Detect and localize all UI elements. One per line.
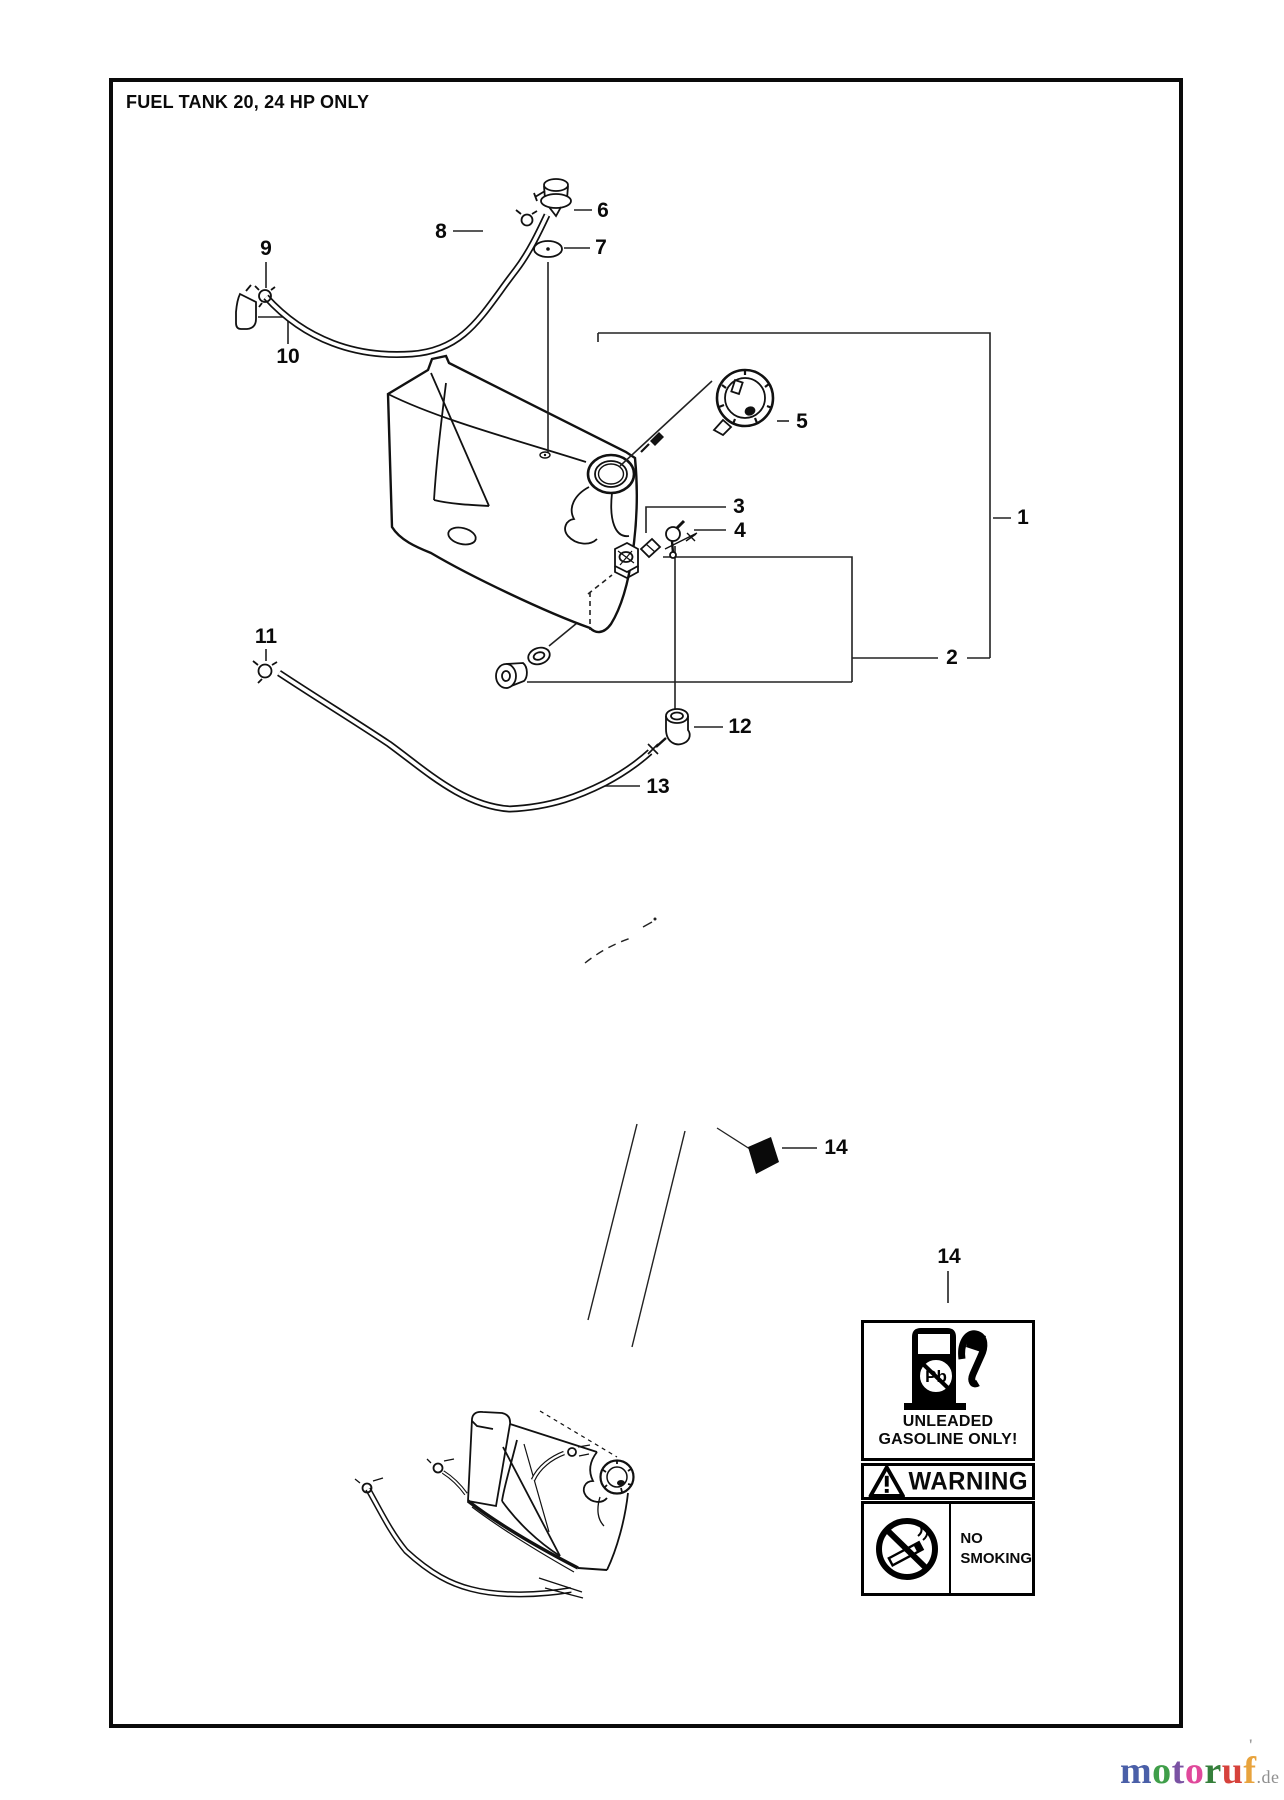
callout-10: 10 xyxy=(276,345,300,368)
fuel-pump-icon: Pb xyxy=(904,1328,988,1410)
callout-1: 1 xyxy=(1017,506,1029,529)
trademark-tick: ' xyxy=(1248,1737,1254,1754)
callout-11: 11 xyxy=(254,625,278,648)
callout-5: 5 xyxy=(796,410,808,433)
hose-clamp-9-icon xyxy=(258,289,272,303)
warning-text: WARNING xyxy=(908,1466,1028,1496)
hose-clamp-11 xyxy=(252,660,278,684)
callout-8: 8 xyxy=(435,220,447,243)
callout-9: 9 xyxy=(260,237,272,260)
fuel-tank-body xyxy=(386,354,638,634)
tank-bushing-group xyxy=(495,646,551,689)
callout-12: 12 xyxy=(728,715,752,738)
callout-3: 3 xyxy=(733,495,745,518)
retainer-pin xyxy=(640,432,664,453)
no-smoking-icon xyxy=(875,1517,938,1580)
washer-7 xyxy=(533,240,563,258)
elbow-fitting-12 xyxy=(647,708,691,755)
no-smoking-text: NO SMOKING xyxy=(960,1530,1032,1567)
elbow-fitting-10 xyxy=(235,284,276,330)
no-smoking-icon-cell xyxy=(864,1504,952,1593)
motoruf-watermark[interactable]: motoruf.de ' xyxy=(1120,1737,1280,1793)
assembled-tank-view xyxy=(354,1410,635,1599)
page-title: FUEL TANK 20, 24 HP ONLY xyxy=(126,92,370,112)
decal-sticker-14 xyxy=(748,1137,779,1174)
callout-14-label: 14 xyxy=(937,1245,961,1268)
vent-valve-6 xyxy=(515,178,572,227)
callout-leader-lines xyxy=(258,209,1011,1303)
safety-decal-14: Pb UNLEADED GASOLINE ONLY! WARNING xyxy=(861,1320,1035,1596)
outlet-fittings-group xyxy=(614,519,698,580)
callout-4: 4 xyxy=(734,519,746,542)
page-border-frame xyxy=(109,78,1183,1728)
callout-2: 2 xyxy=(946,646,958,669)
vent-hose-8 xyxy=(263,213,551,359)
motoruf-logo-suffix: .de xyxy=(1256,1767,1280,1787)
drive-shaft-tube xyxy=(584,917,686,1348)
callout-13: 13 xyxy=(646,775,670,798)
warning-triangle-icon xyxy=(868,1464,905,1498)
unleaded-text: UNLEADED GASOLINE ONLY! xyxy=(878,1413,1018,1448)
callout-7: 7 xyxy=(595,236,607,259)
callout-14-shaft: 14 xyxy=(824,1136,848,1159)
elbow-4 xyxy=(665,526,681,542)
overlay-lines xyxy=(547,262,713,710)
fuel-cap-5 xyxy=(712,368,775,437)
callout-6: 6 xyxy=(597,199,609,222)
motoruf-logo-word: motoruf xyxy=(1120,1750,1257,1792)
fuel-hose-13 xyxy=(277,670,653,813)
warning-panel: WARNING xyxy=(861,1463,1035,1500)
unleaded-gasoline-panel: Pb UNLEADED GASOLINE ONLY! xyxy=(861,1320,1035,1461)
no-smoking-panel: NO SMOKING xyxy=(861,1501,1035,1596)
